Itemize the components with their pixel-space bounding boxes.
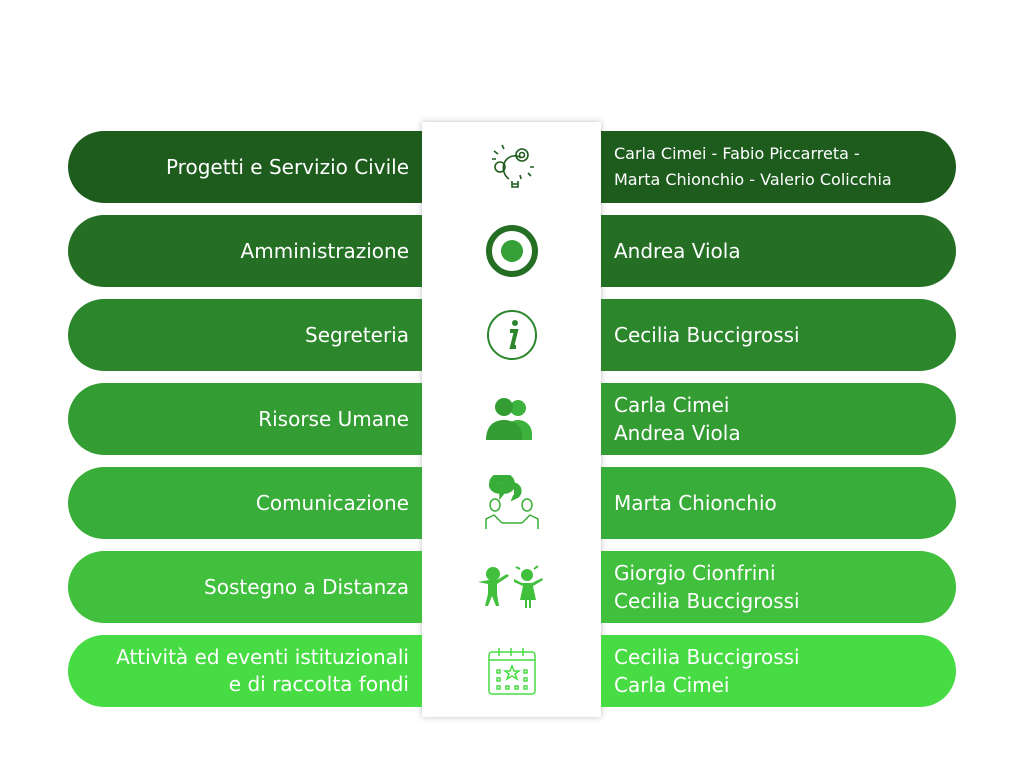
area-label: Comunicazione	[68, 467, 422, 539]
area-line: Sostegno a Distanza	[204, 574, 409, 599]
person-line: Marta Chionchio	[614, 491, 777, 515]
row: Segreteria Cecilia Buccigrossi	[68, 299, 956, 371]
person-line: Carla Cimei	[614, 673, 730, 697]
area-label: Amministrazione	[68, 215, 422, 287]
area-line: Amministrazione	[240, 238, 409, 263]
person-line: Cecilia Buccigrossi	[614, 589, 800, 613]
lightbulb-gears-icon	[422, 131, 601, 203]
people-label: Andrea Viola	[601, 215, 956, 287]
person-line: Andrea Viola	[614, 239, 741, 263]
people-label: Cecilia Buccigrossi	[601, 299, 956, 371]
area-line: Comunicazione	[255, 490, 409, 515]
person-line: Carla Cimei - Fabio Piccarreta -	[614, 144, 860, 163]
person-line: Carla Cimei	[614, 393, 730, 417]
area-line: Progetti e Servizio Civile	[165, 154, 409, 179]
area-line: Risorse Umane	[258, 406, 409, 431]
row: Amministrazione Andrea Viola	[68, 215, 956, 287]
chat-people-icon	[422, 467, 601, 539]
icon-column	[422, 122, 601, 717]
row: Comunicazione Marta Chionchio	[68, 467, 956, 539]
area-label: Attività ed eventi istituzionali e di rac…	[68, 635, 422, 707]
person-line: Cecilia Buccigrossi	[614, 323, 800, 347]
people-label: Marta Chionchio	[601, 467, 956, 539]
area-line: Attività ed eventi istituzionali	[116, 645, 409, 669]
info-icon	[422, 299, 601, 371]
area-label: Risorse Umane	[68, 383, 422, 455]
area-label: Segreteria	[68, 299, 422, 371]
calendar-star-icon	[422, 635, 601, 707]
people-icon	[422, 383, 601, 455]
row: Progetti e Servizio Civile Carla Cimei - …	[68, 131, 956, 203]
target-icon	[422, 215, 601, 287]
area-label: Sostegno a Distanza	[68, 551, 422, 623]
area-line: Segreteria	[305, 322, 409, 347]
area-label: Progetti e Servizio Civile	[68, 131, 422, 203]
row: Attività ed eventi istituzionali e di rac…	[68, 635, 956, 707]
people-label: Carla Cimei - Fabio Piccarreta - Marta Ch…	[601, 131, 956, 203]
area-line: e di raccolta fondi	[228, 672, 409, 696]
person-line: Cecilia Buccigrossi	[614, 645, 800, 669]
person-line: Andrea Viola	[614, 421, 741, 445]
person-line: Giorgio Cionfrini	[614, 561, 776, 585]
person-line: Marta Chionchio - Valerio Colicchia	[614, 170, 892, 189]
children-icon	[422, 551, 601, 623]
